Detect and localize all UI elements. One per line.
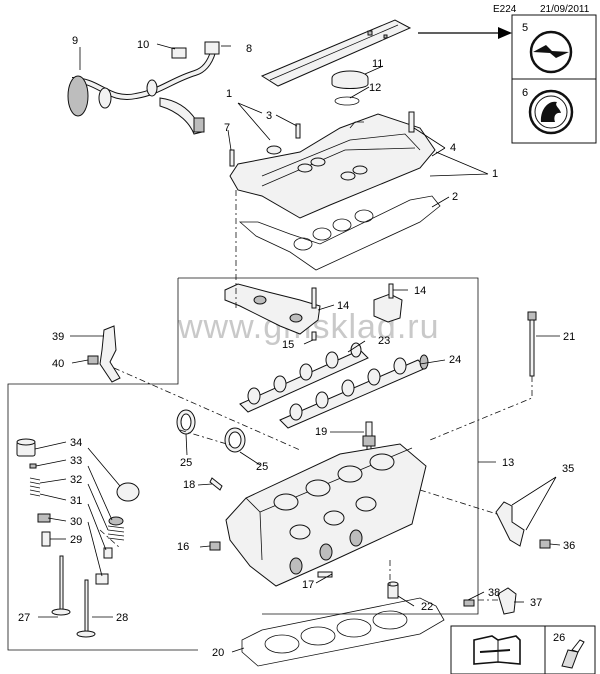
callout-39: 39 bbox=[52, 331, 64, 343]
callout-18: 18 bbox=[183, 479, 195, 491]
camshaft-bearing-cap-part bbox=[224, 283, 403, 341]
guide-lines bbox=[99, 190, 533, 601]
callout-29: 29 bbox=[70, 534, 82, 546]
breather-hose-part bbox=[67, 41, 220, 135]
repair-manual-icon bbox=[473, 635, 521, 665]
callout-25b: 25 bbox=[256, 461, 268, 473]
callout-13: 13 bbox=[502, 457, 514, 469]
camshaft-cover-part bbox=[229, 111, 436, 219]
engine-cover-part bbox=[260, 19, 412, 87]
brand-arrow bbox=[418, 27, 512, 39]
callout-5: 7 bbox=[224, 122, 230, 134]
callout-22: 22 bbox=[421, 601, 433, 613]
callout-24: 24 bbox=[449, 354, 461, 366]
callout-6: 5 bbox=[522, 22, 528, 34]
callout-9: 9 bbox=[72, 35, 78, 47]
callout-33: 33 bbox=[70, 455, 82, 467]
callout-15: 15 bbox=[282, 339, 294, 351]
callout-2: 2 bbox=[452, 191, 458, 203]
callout-26: 26 bbox=[553, 632, 565, 644]
camshaft-part bbox=[239, 342, 429, 429]
callout-16: 16 bbox=[177, 541, 189, 553]
sealant-tube-icon bbox=[561, 639, 585, 669]
callout-30: 30 bbox=[70, 516, 82, 528]
callout-37: 37 bbox=[530, 597, 542, 609]
callout-11: 11 bbox=[372, 58, 383, 70]
diagram-code: E224 bbox=[493, 4, 517, 15]
cylinder-head-part bbox=[209, 443, 427, 587]
callout-35: 35 bbox=[562, 463, 574, 475]
callout-17: 17 bbox=[302, 579, 314, 591]
callout-3: 3 bbox=[266, 110, 272, 122]
callout-10: 10 bbox=[137, 39, 149, 51]
callout-25a: 25 bbox=[180, 457, 192, 469]
callout-38: 38 bbox=[488, 587, 500, 599]
callout-20: 20 bbox=[212, 647, 224, 659]
callout-36: 36 bbox=[563, 540, 575, 552]
callout-1b: 1 bbox=[492, 168, 498, 180]
valve-train-part bbox=[16, 438, 140, 638]
dowel-sleeve-part bbox=[387, 581, 399, 599]
callout-14b: 14 bbox=[414, 285, 426, 297]
callout-8: 8 bbox=[246, 43, 252, 55]
manual-box bbox=[450, 625, 596, 674]
callout-1a: 1 bbox=[226, 88, 232, 100]
oil-filler-cap-part bbox=[331, 70, 369, 106]
callout-21: 21 bbox=[563, 331, 575, 343]
camshaft-seal-part bbox=[176, 409, 246, 453]
callout-4: 4 bbox=[450, 142, 456, 154]
head-bolt-part bbox=[527, 311, 537, 377]
callout-19: 19 bbox=[315, 426, 327, 438]
callout-12: 12 bbox=[369, 82, 381, 94]
callout-40: 40 bbox=[52, 358, 64, 370]
callout-7: 6 bbox=[522, 87, 528, 99]
bracket-part bbox=[87, 325, 121, 383]
cover-gasket-part bbox=[238, 195, 441, 271]
callout-14a: 14 bbox=[337, 300, 349, 312]
callout-23: 23 bbox=[378, 335, 390, 347]
sensor-bracket-part bbox=[463, 501, 551, 615]
callout-28: 28 bbox=[116, 612, 128, 624]
diagram-date: 21/09/2011 bbox=[540, 4, 590, 15]
callout-27: 27 bbox=[18, 612, 30, 624]
opel-logo-icon bbox=[529, 30, 573, 74]
leader-lines bbox=[34, 43, 561, 653]
head-gasket-part bbox=[241, 597, 445, 667]
brand-panel bbox=[511, 14, 597, 144]
vauxhall-griffin-icon bbox=[528, 89, 574, 135]
callout-31: 31 bbox=[70, 495, 82, 507]
callout-32: 32 bbox=[70, 474, 82, 486]
callout-34: 34 bbox=[70, 437, 82, 449]
